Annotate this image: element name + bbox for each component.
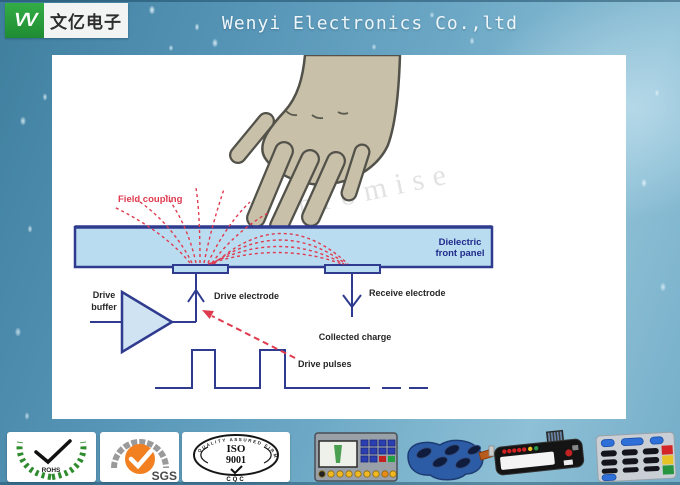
collected-charge-label: Collected charge: [319, 332, 392, 342]
iso-badge-card: QUALITY ASSURED FIRM ISO 9001 CQC: [182, 432, 290, 483]
company-logo: VV 文亿电子: [5, 3, 128, 38]
drive-pulses-waveform: [155, 349, 370, 389]
red-key: [661, 445, 673, 455]
label-window: [500, 451, 555, 470]
iso-inner-arc-right: [263, 446, 272, 464]
blue-keys: [600, 436, 664, 482]
product-rubber-keypad: [595, 429, 679, 485]
drive-buffer-triangle: [120, 289, 175, 355]
receive-electrode-bar: [324, 264, 381, 274]
check-icon: [230, 465, 243, 475]
pos-overlay-graphic: [494, 429, 585, 476]
overlay-buttons: [502, 444, 579, 466]
iso-number: 9001: [226, 455, 246, 466]
black-keys: [600, 448, 660, 474]
logo-chinese-text: 文亿电子: [50, 13, 122, 32]
field-coupling-lines: [113, 187, 349, 265]
knuckle-lines: [285, 110, 349, 120]
control-panel-graphic: [314, 432, 398, 482]
drive-electrode-bar: [172, 264, 229, 274]
company-title: Wenyi Electronics Co.,ltd: [222, 13, 518, 34]
iso-label: ISO: [227, 443, 246, 455]
green-key: [662, 465, 674, 475]
cqc-label: CQC: [226, 477, 245, 482]
green-key: [388, 456, 395, 462]
check-icon: [128, 448, 154, 470]
rohs-badge-card: ROHS: [7, 432, 96, 482]
product-membrane-control-panel: [314, 432, 398, 485]
pulse-to-electrode-arrow: [202, 310, 296, 359]
sgs-label: SGS: [152, 469, 177, 482]
iso-inner-arc-left: [200, 446, 209, 464]
dielectric-label-line1: Dielectric: [439, 237, 482, 248]
rubber-keypad-graphic: [595, 431, 677, 483]
drive-signal-path: [90, 273, 205, 323]
yellow-key: [662, 455, 674, 465]
laurel-left: [16, 441, 52, 480]
logo-chinese-name: 文亿电子: [44, 3, 128, 38]
sgs-badge-graphic: SGS: [111, 439, 177, 483]
flex-connector: [488, 445, 495, 457]
hand-illustration: [229, 55, 402, 236]
laurel-right: [51, 441, 87, 480]
drive-buffer-label-line1: Drive: [93, 290, 116, 300]
product-membrane-switch-flex: [400, 436, 495, 485]
capacitive-touch-diagram: promise: [52, 55, 626, 419]
flex-tab-stripes: [547, 431, 563, 442]
receive-signal-path: [342, 273, 362, 317]
screen-content: [334, 445, 342, 463]
iso-badge-graphic: QUALITY ASSURED FIRM ISO 9001 CQC: [193, 434, 279, 483]
rohs-label: ROHS: [42, 467, 61, 474]
sgs-orange-circle: [125, 444, 155, 474]
logo-monogram: VV: [11, 9, 38, 31]
fingers: [229, 112, 371, 236]
logo-monogram-tile: VV: [5, 3, 44, 38]
red-key: [379, 456, 386, 462]
field-coupling-label: Field coupling: [118, 194, 183, 205]
sgs-badge-card: SGS: [100, 432, 179, 483]
drive-buffer-label-line2: buffer: [91, 302, 117, 312]
blue-key-grid: [360, 439, 396, 463]
dielectric-panel: [73, 225, 494, 269]
dielectric-label-line2: front panel: [435, 248, 484, 259]
sgs-ring: [111, 439, 169, 469]
membrane-switch-graphic: [407, 439, 495, 481]
product-pos-overlay: [493, 429, 585, 485]
bottom-key-row: [318, 470, 397, 478]
iso-oval: [193, 434, 279, 476]
check-icon: [34, 439, 72, 465]
receive-electrode-label: Receive electrode: [369, 288, 446, 298]
rohs-badge-graphic: ROHS: [16, 439, 87, 480]
drive-pulses-label: Drive pulses: [298, 359, 352, 369]
oval-buttons: [416, 444, 482, 469]
drive-electrode-label: Drive electrode: [214, 291, 279, 301]
